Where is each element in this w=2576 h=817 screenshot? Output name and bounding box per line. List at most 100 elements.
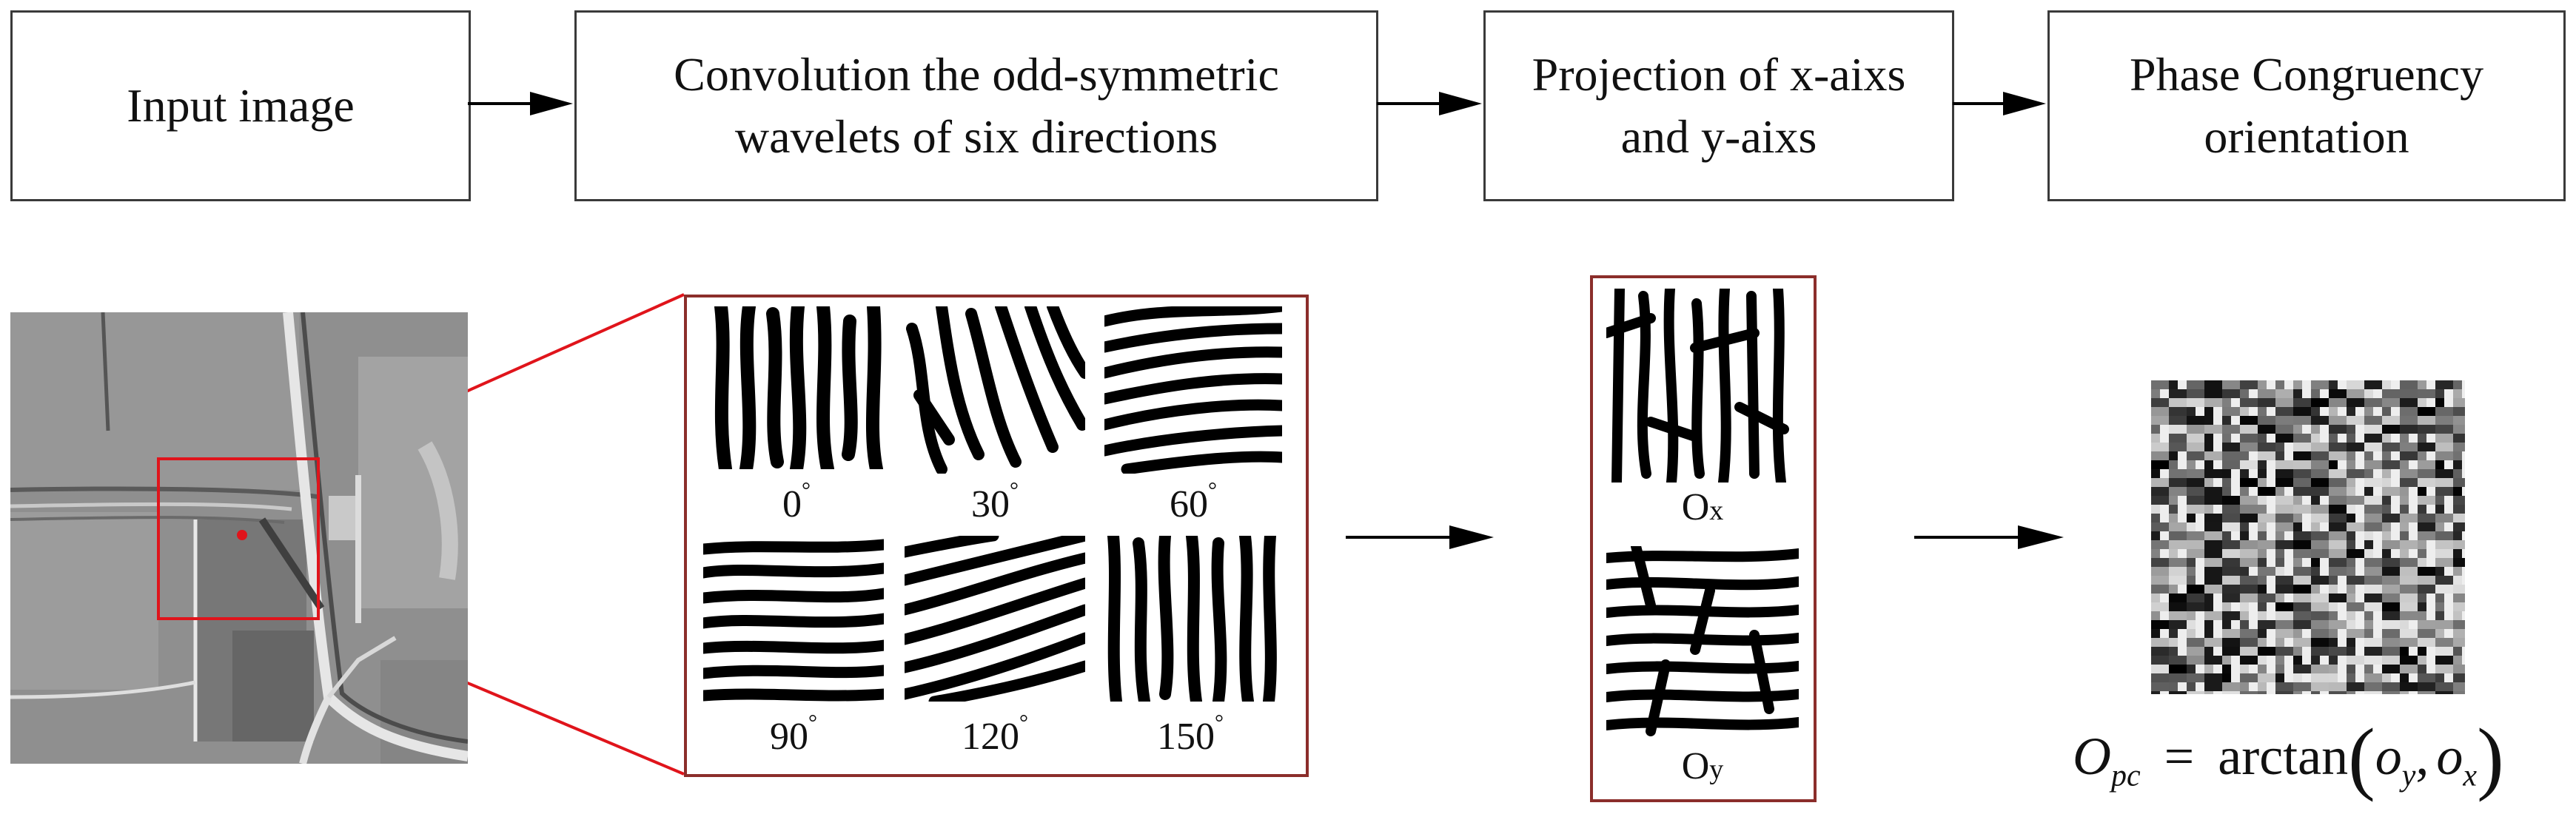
orientation-cell	[2382, 673, 2391, 682]
flow-arrow-1	[468, 92, 573, 115]
orientation-cell	[2347, 451, 2355, 460]
orientation-cell	[2204, 487, 2222, 496]
orientation-cell	[2435, 647, 2453, 656]
orientation-cell	[2275, 594, 2284, 602]
orientation-cell	[2453, 585, 2465, 594]
orientation-cell	[2275, 691, 2293, 694]
orientation-cell	[2187, 496, 2204, 505]
projection-x-label: Ox	[1606, 485, 1799, 529]
orientation-cell	[2329, 451, 2347, 460]
orientation-cell	[2151, 460, 2169, 469]
formula-sep: ,	[2415, 727, 2429, 787]
orientation-cell	[2453, 522, 2465, 531]
orientation-cell	[2400, 647, 2409, 656]
orientation-cell	[2258, 691, 2267, 694]
orientation-cell	[2453, 478, 2465, 487]
projection-y-tile	[1606, 546, 1799, 740]
orientation-cell	[2204, 558, 2222, 567]
wavelet-tile-60	[1104, 306, 1282, 474]
orientation-cell	[2293, 611, 2311, 620]
orientation-cell	[2222, 380, 2240, 389]
orientation-cell	[2293, 647, 2302, 656]
orientation-cell	[2400, 487, 2409, 496]
orientation-cell	[2364, 443, 2382, 451]
orientation-cell	[2258, 638, 2267, 647]
orientation-cell	[2347, 673, 2355, 682]
wavelet-tile-0	[709, 306, 884, 469]
orientation-cell	[2400, 673, 2409, 682]
orientation-cell	[2418, 443, 2435, 451]
orientation-cell	[2240, 682, 2249, 691]
orientation-cell	[2240, 398, 2258, 407]
orientation-cell	[2240, 691, 2258, 694]
step-convolution: Convolution the odd-symmetric wavelets o…	[574, 10, 1378, 201]
orientation-cell	[2435, 611, 2444, 620]
orientation-cell	[2240, 514, 2258, 522]
orientation-cell	[2329, 585, 2338, 594]
orientation-cell	[2293, 691, 2302, 694]
orientation-cell	[2311, 665, 2329, 673]
step-phase-congruency: Phase Congruency orientation	[2047, 10, 2566, 201]
orientation-cell	[2258, 469, 2267, 478]
orientation-cell	[2435, 540, 2453, 549]
orientation-cell	[2382, 620, 2400, 629]
orientation-cell	[2204, 656, 2222, 665]
orientation-cell	[2204, 594, 2213, 602]
orientation-cell	[2151, 638, 2169, 647]
orientation-cell	[2204, 620, 2213, 629]
orientation-cell	[2382, 398, 2400, 407]
orientation-cell	[2418, 665, 2426, 673]
orientation-cell	[2453, 380, 2462, 389]
formula-close-paren: )	[2477, 712, 2504, 802]
orientation-cell	[2222, 487, 2231, 496]
orientation-cell	[2311, 469, 2329, 478]
step-input-image-label: Input image	[127, 78, 355, 132]
orientation-cell	[2204, 398, 2222, 407]
orientation-cell	[2222, 558, 2240, 567]
orientation-cell	[2275, 389, 2293, 398]
orientation-cell	[2329, 389, 2347, 398]
orientation-cell	[2258, 682, 2267, 691]
wavelet-tile-120	[905, 536, 1085, 702]
orientation-cell	[2293, 522, 2302, 531]
orientation-cell	[2204, 629, 2213, 638]
projection-x-sub: x	[1709, 495, 1724, 526]
orientation-cell	[2169, 656, 2187, 665]
orientation-cell	[2329, 425, 2347, 434]
orientation-cell	[2418, 558, 2426, 567]
orientation-cell	[2169, 505, 2178, 514]
orientation-cell	[2169, 425, 2187, 434]
orientation-cell	[2382, 594, 2400, 602]
orientation-cell	[2293, 585, 2311, 594]
direction-value-60: 60	[1170, 483, 1208, 525]
projection-x-tile	[1606, 289, 1799, 483]
orientation-cell	[2347, 638, 2355, 647]
orientation-cell	[2435, 585, 2453, 594]
orientation-cell	[2222, 665, 2231, 673]
orientation-cell	[2222, 647, 2240, 656]
orientation-cell	[2275, 487, 2284, 496]
orientation-cell	[2169, 585, 2178, 594]
orientation-cell	[2453, 460, 2462, 469]
orientation-cell	[2258, 602, 2267, 611]
orientation-cell	[2240, 638, 2258, 647]
orientation-cell	[2222, 682, 2240, 691]
orientation-cell	[2222, 691, 2240, 694]
degree-symbol-60: °	[1208, 478, 1217, 502]
orientation-cell	[2418, 549, 2426, 558]
orientation-cell	[2151, 531, 2160, 540]
orientation-cell	[2222, 425, 2240, 434]
orientation-cell	[2329, 380, 2338, 389]
orientation-cell	[2293, 558, 2302, 567]
orientation-cell	[2453, 611, 2462, 620]
step-convolution-label: Convolution the odd-symmetric wavelets o…	[674, 47, 1279, 163]
orientation-cell	[2293, 416, 2311, 425]
orientation-cell	[2293, 425, 2302, 434]
orientation-cell	[2329, 416, 2347, 425]
orientation-cell	[2453, 434, 2465, 443]
orientation-cell	[2169, 638, 2178, 647]
orientation-cell	[2347, 594, 2355, 602]
orientation-cell	[2418, 673, 2435, 682]
orientation-cell	[2311, 673, 2329, 682]
orientation-cell	[2329, 682, 2347, 691]
